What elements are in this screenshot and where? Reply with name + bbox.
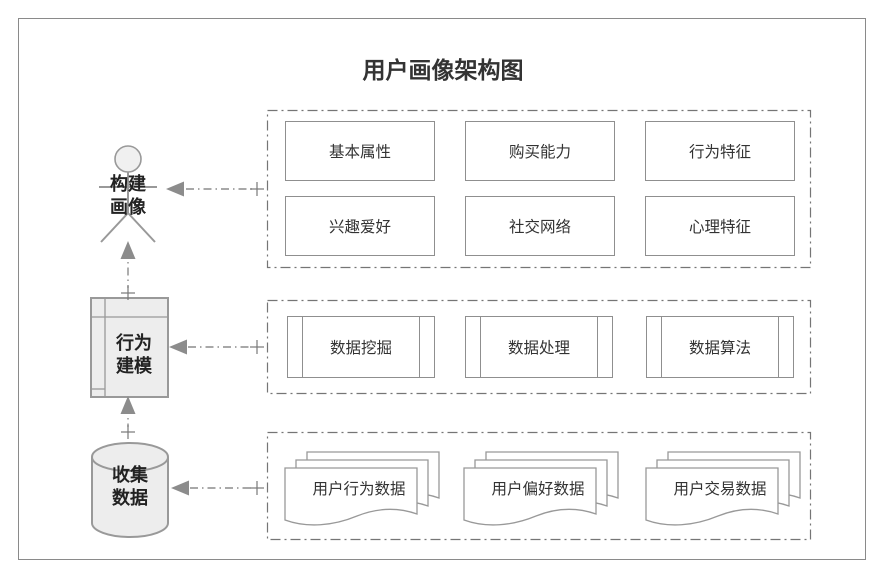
middle-group-container bbox=[266, 299, 812, 395]
actor-shape bbox=[99, 145, 157, 243]
connector-cross-markers bbox=[121, 182, 264, 495]
component-bar-right bbox=[778, 317, 779, 377]
outer-frame bbox=[18, 18, 866, 560]
component-bar-right bbox=[419, 317, 420, 377]
component-bar-left bbox=[661, 317, 662, 377]
component-bar-left bbox=[480, 317, 481, 377]
component-box-data-processing: 数据处理 bbox=[465, 316, 613, 378]
diagram-title: 用户画像架构图 bbox=[362, 57, 524, 83]
component-box-label: 数据挖掘 bbox=[329, 340, 392, 357]
arrowhead-middle bbox=[169, 339, 187, 355]
modeling-label: 行为 建模 bbox=[103, 332, 165, 378]
actor-leg-right bbox=[127, 212, 156, 243]
bottom-group-container bbox=[266, 431, 812, 541]
database-cylinder-shape bbox=[91, 442, 169, 538]
component-bar-left bbox=[302, 317, 303, 377]
arrowhead-top bbox=[166, 181, 184, 197]
modeling-label-line2: 建模 bbox=[116, 356, 152, 376]
box-purchasing-power: 购买能力 bbox=[465, 121, 615, 181]
component-bar-right bbox=[597, 317, 598, 377]
arrow-heads bbox=[120, 181, 189, 496]
doc-stack-behavior bbox=[284, 451, 440, 526]
component-shape bbox=[90, 297, 169, 398]
collect-label-line2: 数据 bbox=[112, 488, 148, 508]
arrowhead-bottom bbox=[171, 480, 189, 496]
doc-stack-preference bbox=[463, 451, 619, 526]
arrowhead-vert-1 bbox=[120, 241, 136, 259]
top-group-container bbox=[266, 109, 812, 269]
actor-label: 构建 画像 bbox=[97, 173, 159, 219]
doc-label-behavior-data: 用户行为数据 bbox=[312, 481, 406, 498]
arrowhead-vert-2 bbox=[120, 396, 136, 414]
doc-label-transaction-data: 用户交易数据 bbox=[673, 481, 767, 498]
doc-stack-transaction bbox=[645, 451, 801, 526]
box-social-network: 社交网络 bbox=[465, 196, 615, 256]
actor-label-line1: 构建 bbox=[110, 174, 146, 194]
doc-label-preference-data: 用户偏好数据 bbox=[491, 481, 585, 498]
box-interests: 兴趣爱好 bbox=[285, 196, 435, 256]
actor-label-line2: 画像 bbox=[110, 197, 146, 217]
actor-leg-left bbox=[100, 212, 129, 243]
component-box-data-mining: 数据挖掘 bbox=[287, 316, 435, 378]
box-behavior-traits: 行为特征 bbox=[645, 121, 795, 181]
box-basic-attributes: 基本属性 bbox=[285, 121, 435, 181]
component-box-label: 数据处理 bbox=[507, 340, 570, 357]
box-psychological-traits: 心理特征 bbox=[645, 196, 795, 256]
collect-label: 收集 数据 bbox=[99, 464, 161, 510]
modeling-label-line1: 行为 bbox=[116, 333, 152, 353]
collect-label-line1: 收集 bbox=[112, 465, 148, 485]
actor-head bbox=[114, 145, 142, 173]
component-box-data-algorithm: 数据算法 bbox=[646, 316, 794, 378]
component-box-label: 数据算法 bbox=[688, 340, 751, 357]
